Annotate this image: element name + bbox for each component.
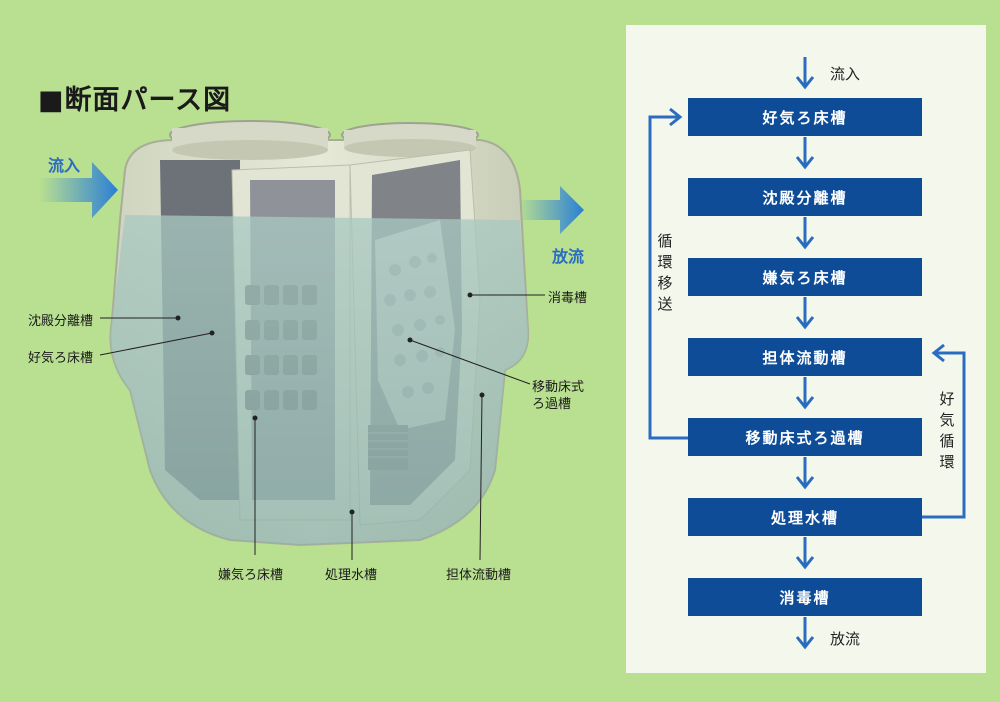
step-aerobic-filter: 好気ろ床槽 [688, 98, 922, 136]
label-carrier-fluidized: 担体流動槽 [446, 568, 512, 583]
recirculation-right-label: 好 気 循 環 [939, 390, 955, 471]
outflow-label: 放流 [552, 247, 585, 266]
label-treated-water: 処理水槽 [325, 568, 378, 583]
label-sedimentation: 沈殿分離槽 [28, 314, 94, 329]
flow-diagram-panel: 流入 好気ろ床槽 沈殿分離槽 嫌気ろ床槽 担体流動槽 移動床式ろ過槽 処理水槽 … [626, 25, 986, 673]
label-disinfection: 消毒槽 [548, 291, 588, 306]
step-anaerobic-filter: 嫌気ろ床槽 [688, 258, 922, 296]
step-treated-water: 処理水槽 [688, 498, 922, 536]
step-disinfection: 消毒槽 [688, 578, 922, 616]
step-sedimentation: 沈殿分離槽 [688, 178, 922, 216]
recirculation-left-label: 循 環 移 送 [657, 232, 673, 313]
water-level [110, 215, 529, 545]
inflow-label: 流入 [48, 156, 81, 175]
outflow-arrow [518, 186, 584, 234]
label-moving-bed-1: 移動床式 [532, 380, 585, 395]
step-carrier-fluidized: 担体流動槽 [688, 338, 922, 376]
label-aerobic-filter: 好気ろ床槽 [28, 351, 94, 366]
flow-outflow: 放流 [830, 630, 861, 648]
flow-arrows [648, 57, 966, 650]
page-title: ■断面パース図 [38, 85, 232, 116]
flow-inflow: 流入 [830, 65, 861, 83]
leader-lines [99, 294, 545, 561]
cross-section-area: ■断面パース図 [28, 85, 588, 583]
label-moving-bed-2: ろ過槽 [532, 397, 572, 412]
tank-illustration [40, 120, 584, 561]
inflow-arrow [40, 162, 118, 218]
step-moving-bed-filter: 移動床式ろ過槽 [688, 418, 922, 456]
label-anaerobic-filter: 嫌気ろ床槽 [218, 568, 284, 583]
